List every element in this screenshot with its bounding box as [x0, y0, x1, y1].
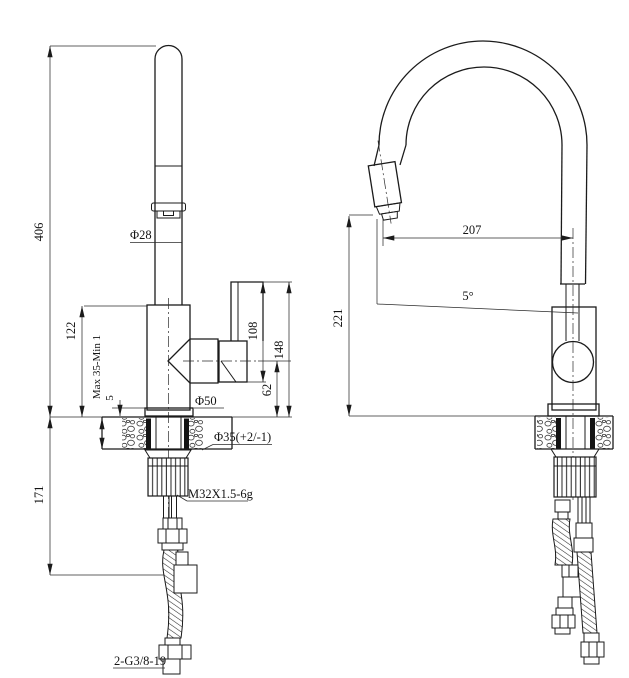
- left-view-dimensions: 406 171 122 Max 35-Min 1 5 Φ28 Φ50 Φ35(+…: [32, 45, 292, 669]
- right-view-dimensions: 221 207 5°: [331, 214, 579, 416]
- dim-handle-pivot-height: 62: [260, 384, 274, 397]
- dim-outlet-angle: 5°: [462, 289, 473, 303]
- right-mounting-shank: [550, 448, 600, 498]
- dim-base-diameter: Φ50: [195, 394, 217, 408]
- spout-pipe: [151, 44, 186, 305]
- gooseneck-spout: [373, 40, 588, 285]
- dim-under-counter-length: 171: [32, 486, 46, 505]
- right-countertop-section: [349, 415, 614, 450]
- counter-hatch-left: [122, 418, 146, 449]
- dim-counter-thickness: Max 35-Min 1: [91, 335, 103, 399]
- dim-body-height: 122: [64, 322, 78, 341]
- dim-handle-length: 108: [246, 322, 260, 341]
- dim-hose-thread: 2-G3/8-19: [114, 654, 166, 668]
- dim-handle-top-height: 148: [272, 341, 286, 360]
- head-centerline: [377, 140, 392, 224]
- supply-hose-right: [573, 497, 605, 665]
- dim-overall-height: 406: [32, 223, 46, 242]
- base-plate: [144, 407, 194, 417]
- pullout-hose: [158, 549, 198, 675]
- hose-weight: [173, 564, 198, 594]
- hose-end-fitting: [162, 658, 181, 675]
- counter-hatch-right: [189, 418, 203, 449]
- mounting-shank: [144, 449, 192, 551]
- dim-outlet-height: 221: [331, 309, 345, 328]
- right-view: 221 207 5°: [331, 40, 614, 665]
- dim-base-plate-height: 5: [104, 395, 116, 401]
- dim-mounting-hole: Φ35(+2/-1): [214, 430, 271, 444]
- dim-spout-reach: 207: [463, 223, 482, 237]
- dim-spout-diameter: Φ28: [130, 228, 152, 242]
- countertop-section: [50, 416, 292, 450]
- spray-head: [367, 140, 403, 224]
- hose-clip: [175, 551, 189, 566]
- dim-shank-thread: M32X1.5-6g: [188, 487, 254, 501]
- left-view: 406 171 122 Max 35-Min 1 5 Φ28 Φ50 Φ35(+…: [32, 44, 292, 675]
